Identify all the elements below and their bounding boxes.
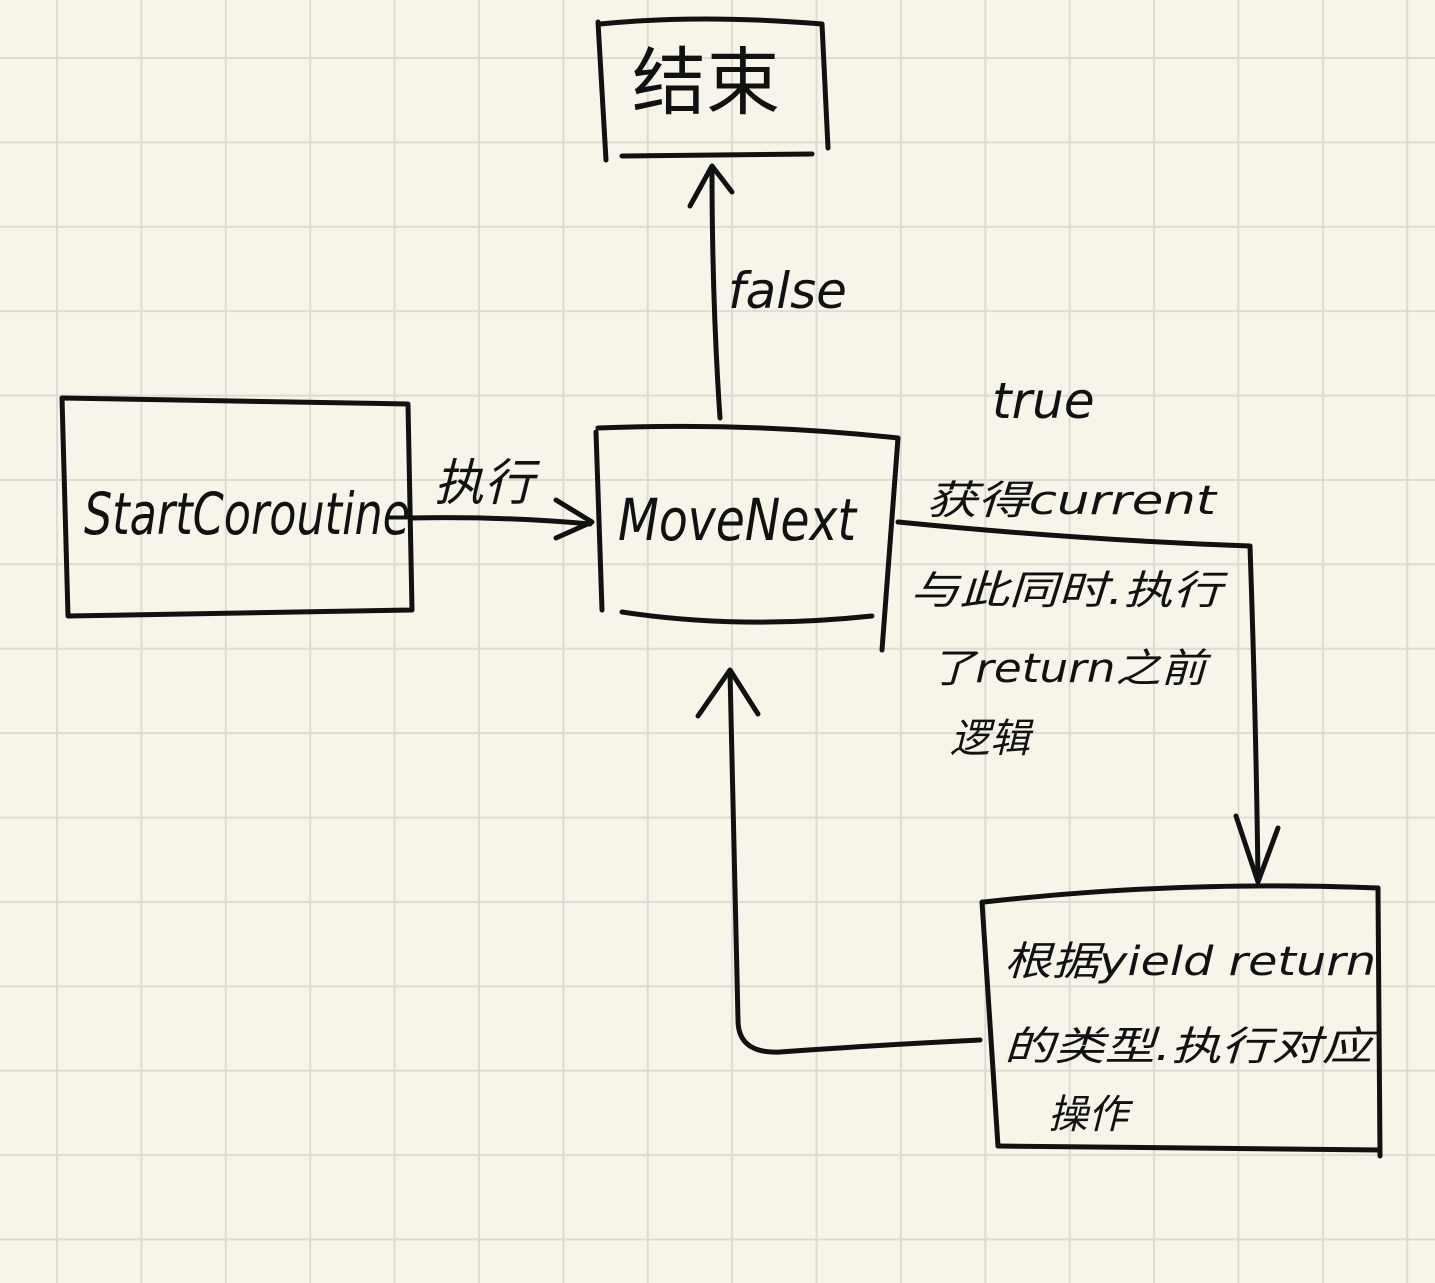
start-coroutine-label: StartCoroutine	[84, 480, 410, 548]
end-node: 结束	[595, 16, 831, 163]
edge-true: true 获得current 与此同时.执行 了return之前 逻辑	[895, 372, 1281, 885]
yield-handler-node: 根据yield return 的类型.执行对应 操作	[979, 883, 1383, 1159]
move-next-label: MoveNext	[618, 486, 858, 554]
edge-loop-back	[695, 667, 983, 1055]
edge-false-label: false	[728, 262, 847, 320]
edge-true-note-1: 获得current	[926, 478, 1218, 524]
edge-true-note-2: 与此同时.执行	[910, 568, 1228, 614]
edge-true-note-4: 逻辑	[950, 716, 1034, 762]
yield-handler-line-1: 根据yield return	[1004, 939, 1376, 985]
yield-handler-line-3: 操作	[1048, 1092, 1134, 1138]
start-coroutine-node: StartCoroutine	[59, 395, 415, 619]
edge-true-label: true	[992, 372, 1095, 430]
yield-handler-line-2: 的类型.执行对应	[1004, 1024, 1378, 1070]
edge-execute: 执行	[407, 454, 595, 541]
edge-false: false	[687, 163, 847, 421]
end-node-label: 结束	[632, 40, 780, 126]
move-next-node: MoveNext	[593, 423, 901, 653]
edge-true-note-3: 了return之前	[930, 646, 1212, 692]
edge-execute-label: 执行	[434, 454, 541, 512]
